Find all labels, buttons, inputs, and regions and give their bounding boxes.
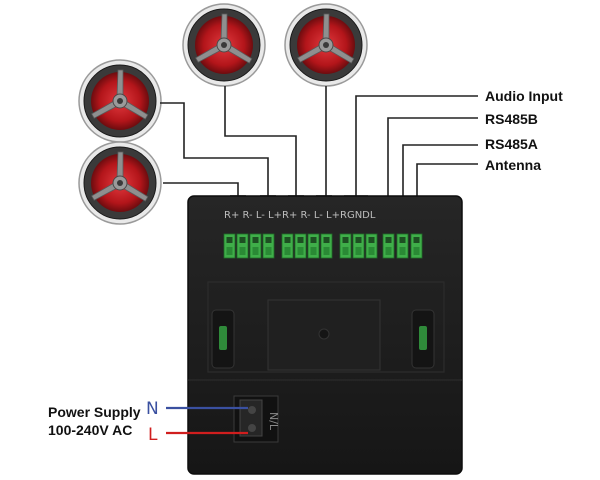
label-rs485a: RS485A xyxy=(485,136,538,152)
speaker-middle-left xyxy=(78,59,162,143)
wire-middle-speaker xyxy=(160,102,269,196)
speaker-bottom-left xyxy=(78,141,162,225)
power-socket xyxy=(233,395,279,443)
wire-rs485b xyxy=(387,117,478,230)
power-supply-title: Power Supply xyxy=(48,404,141,420)
mount-clip-right xyxy=(411,309,435,369)
wire-bottom-speaker xyxy=(163,182,239,196)
label-audio-input: Audio Input xyxy=(485,88,563,104)
panel-screw xyxy=(318,328,330,340)
panel-inner-frame xyxy=(207,281,445,373)
label-antenna: Antenna xyxy=(485,157,541,173)
live-label: L xyxy=(148,425,158,445)
terminal-label-control: RGNDL xyxy=(340,210,376,221)
speaker-top-left xyxy=(182,3,266,87)
neutral-label: N xyxy=(146,399,159,419)
terminal-strip xyxy=(223,233,423,259)
mount-clip-left xyxy=(211,309,235,369)
wire-audio-input xyxy=(355,95,478,196)
label-rs485b: RS485B xyxy=(485,111,538,127)
socket-marking: N/L xyxy=(267,412,280,431)
power-supply-voltage: 100-240V AC xyxy=(48,422,132,438)
wire-top-left-speaker xyxy=(224,86,297,196)
terminal-label-zone1: R+ R- L- L+ xyxy=(224,210,282,221)
terminal-label-zone2: R+ R- L- L+ xyxy=(282,210,340,221)
speaker-top-right xyxy=(284,3,368,87)
